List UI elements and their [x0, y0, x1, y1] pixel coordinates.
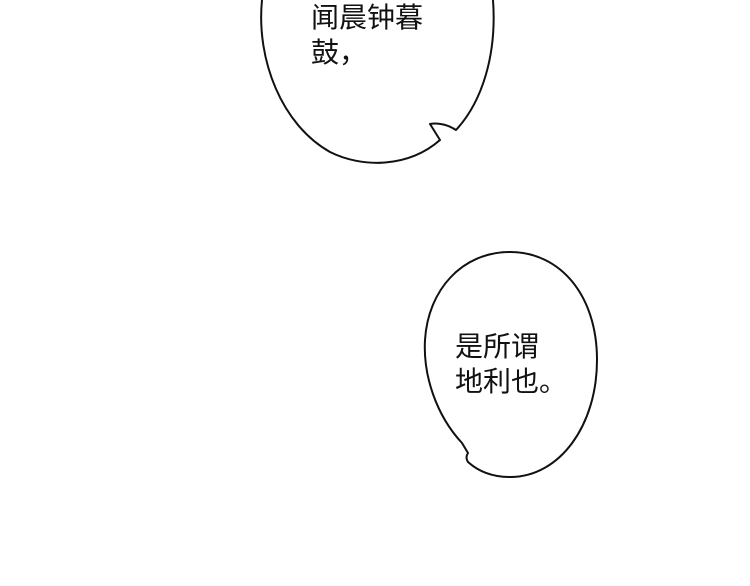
- speech-line: 鼓，: [311, 36, 368, 69]
- speech-bubble-1-outline: [260, 0, 495, 164]
- speech-bubble-2-text: 是所谓 地利也。: [455, 329, 567, 399]
- speech-line: 是所谓: [455, 330, 540, 363]
- speech-line: 闻晨钟暮: [311, 1, 424, 34]
- speech-line: 地利也。: [455, 365, 568, 398]
- speech-bubble-2-outline: [423, 251, 598, 478]
- speech-bubble-1-text: 闻晨钟暮 鼓，: [311, 0, 423, 70]
